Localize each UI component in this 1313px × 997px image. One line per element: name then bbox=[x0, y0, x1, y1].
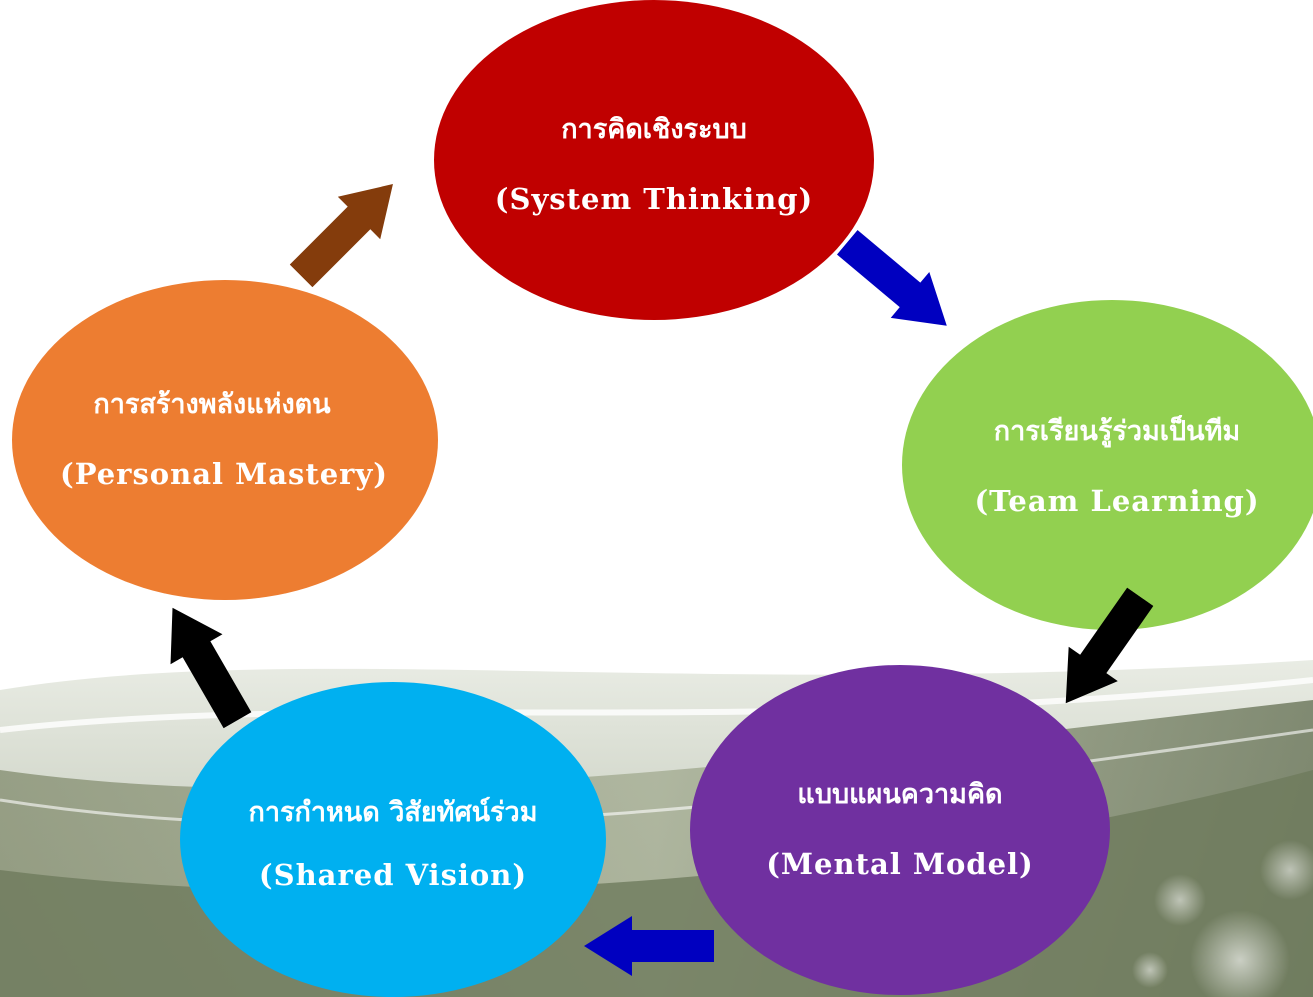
node-shared-vision-english: (Shared Vision) bbox=[258, 857, 528, 892]
node-shared-vision: การกำหนด วิสัยทัศน์ร่วม (Shared Vision) bbox=[180, 682, 606, 997]
node-shared-vision-thai: การกำหนด วิสัยทัศน์ร่วม bbox=[248, 797, 538, 829]
node-personal-mastery-thai: การสร้างพลังแห่งตน bbox=[93, 388, 331, 420]
node-team-learning: การเรียนรู้ร่วมเป็นทีม (Team Learning) bbox=[902, 300, 1313, 630]
node-personal-mastery: การสร้างพลังแห่งตน (Personal Mastery) bbox=[12, 280, 438, 600]
arrow-system-to-team-icon bbox=[836, 229, 947, 326]
node-team-learning-english: (Team Learning) bbox=[974, 484, 1260, 519]
arrow-personal-to-system-icon bbox=[289, 184, 393, 288]
node-system-thinking-thai: การคิดเชิงระบบ bbox=[561, 113, 747, 145]
arrow-shared-to-personal-icon bbox=[170, 607, 252, 729]
node-mental-model-thai: แบบแผนความคิด bbox=[797, 778, 1003, 810]
arrow-mental-to-shared-icon bbox=[584, 916, 714, 976]
arrow-team-to-mental-icon bbox=[1065, 587, 1154, 704]
node-system-thinking-english: (System Thinking) bbox=[494, 182, 814, 217]
node-team-learning-thai: การเรียนรู้ร่วมเป็นทีม bbox=[993, 415, 1241, 447]
node-mental-model-english: (Mental Model) bbox=[766, 847, 1034, 882]
node-mental-model: แบบแผนความคิด (Mental Model) bbox=[690, 665, 1110, 995]
node-personal-mastery-english: (Personal Mastery) bbox=[59, 457, 389, 492]
node-system-thinking: การคิดเชิงระบบ (System Thinking) bbox=[434, 0, 874, 320]
